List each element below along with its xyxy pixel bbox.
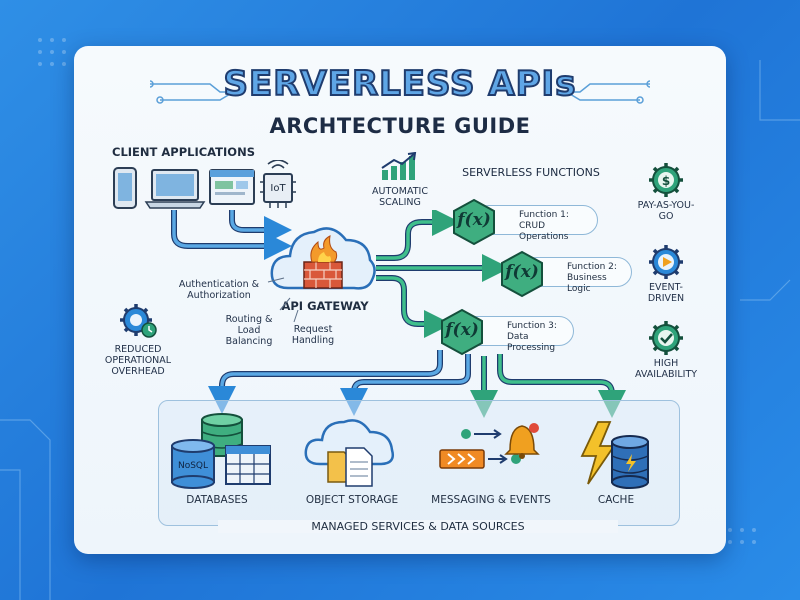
function-3-desc: Data Processing	[507, 332, 556, 353]
databases-icon	[171, 413, 271, 489]
circuit-decoration	[150, 80, 650, 104]
page-subtitle: ARCHTECTURE GUIDE	[269, 114, 531, 138]
page-title: SERVERLESS APIs	[223, 63, 577, 105]
reduced-overhead-gear-icon	[120, 304, 157, 338]
function-3-name: Function 3:	[507, 321, 557, 331]
nosql-label: NoSQL	[177, 461, 209, 471]
document-icon	[345, 447, 373, 487]
bell-icon	[504, 423, 540, 459]
iot-chip-icon	[260, 160, 296, 208]
databases-label: DATABASES	[186, 494, 248, 506]
pay-as-you-go-gear-icon: $	[649, 163, 683, 197]
event-driven-gear-icon	[649, 245, 683, 279]
message-queue-icon	[439, 429, 521, 469]
request-handling-label: Request Handling	[291, 324, 335, 346]
automatic-scaling-label: AUTOMATIC SCALING	[372, 186, 428, 208]
function-2-name: Function 2:	[567, 262, 617, 272]
function-2-hex-icon: f(x)	[500, 250, 544, 298]
managed-services-heading: MANAGED SERVICES & DATA SOURCES	[218, 520, 618, 533]
function-1-name: Function 1:	[519, 210, 569, 220]
function-3-hex-icon: f(x)	[440, 308, 484, 356]
browser-window-icon	[209, 169, 255, 205]
iot-label: IoT	[270, 183, 286, 194]
api-gateway-cloud-firewall-icon	[270, 227, 376, 290]
cache-icon	[580, 421, 649, 489]
cache-cylinder-icon	[611, 435, 649, 489]
gateway-callout-lines	[267, 277, 299, 323]
function-2-desc: Business Logic	[567, 273, 607, 294]
phone-icon	[113, 167, 137, 209]
messaging-events-label: MESSAGING & EVENTS	[431, 494, 551, 506]
table-grid-icon	[225, 445, 271, 485]
svg-text:$: $	[662, 174, 670, 188]
reduced-overhead-label: REDUCED OPERATIONAL OVERHEAD	[104, 344, 172, 377]
function-1-desc: CRUD Operations	[519, 221, 569, 242]
firewall-icon	[303, 235, 343, 289]
messaging-events-icon	[439, 423, 540, 469]
event-driven-label: EVENT-DRIVEN	[647, 282, 685, 304]
serverless-functions-heading: SERVERLESS FUNCTIONS	[462, 166, 600, 179]
scaling-chart-icon	[381, 152, 417, 180]
object-storage-icon	[304, 419, 394, 487]
functions-to-services-arrows	[208, 350, 626, 418]
high-availability-gear-icon	[649, 321, 683, 355]
laptop-icon	[144, 169, 206, 209]
authentication-label: Authentication & Authorization	[178, 279, 260, 301]
function-1-hex-icon: f(x)	[452, 198, 496, 246]
pay-as-you-go-label: PAY-AS-YOU-GO	[637, 200, 695, 222]
gateway-to-functions-arrows	[376, 210, 510, 338]
nosql-cylinder-icon	[171, 439, 215, 489]
client-to-gateway-arrows	[171, 210, 292, 260]
client-applications-heading: CLIENT APPLICATIONS	[112, 145, 255, 159]
cache-label: CACHE	[597, 494, 635, 506]
client-devices	[113, 167, 255, 209]
lightning-bolt-icon	[580, 421, 616, 485]
routing-label: Routing & Load Balancing	[225, 314, 273, 347]
high-availability-label: HIGH AVAILABILITY	[634, 358, 698, 380]
object-storage-label: OBJECT STORAGE	[305, 494, 399, 506]
api-gateway-label: API GATEWAY	[281, 299, 369, 313]
